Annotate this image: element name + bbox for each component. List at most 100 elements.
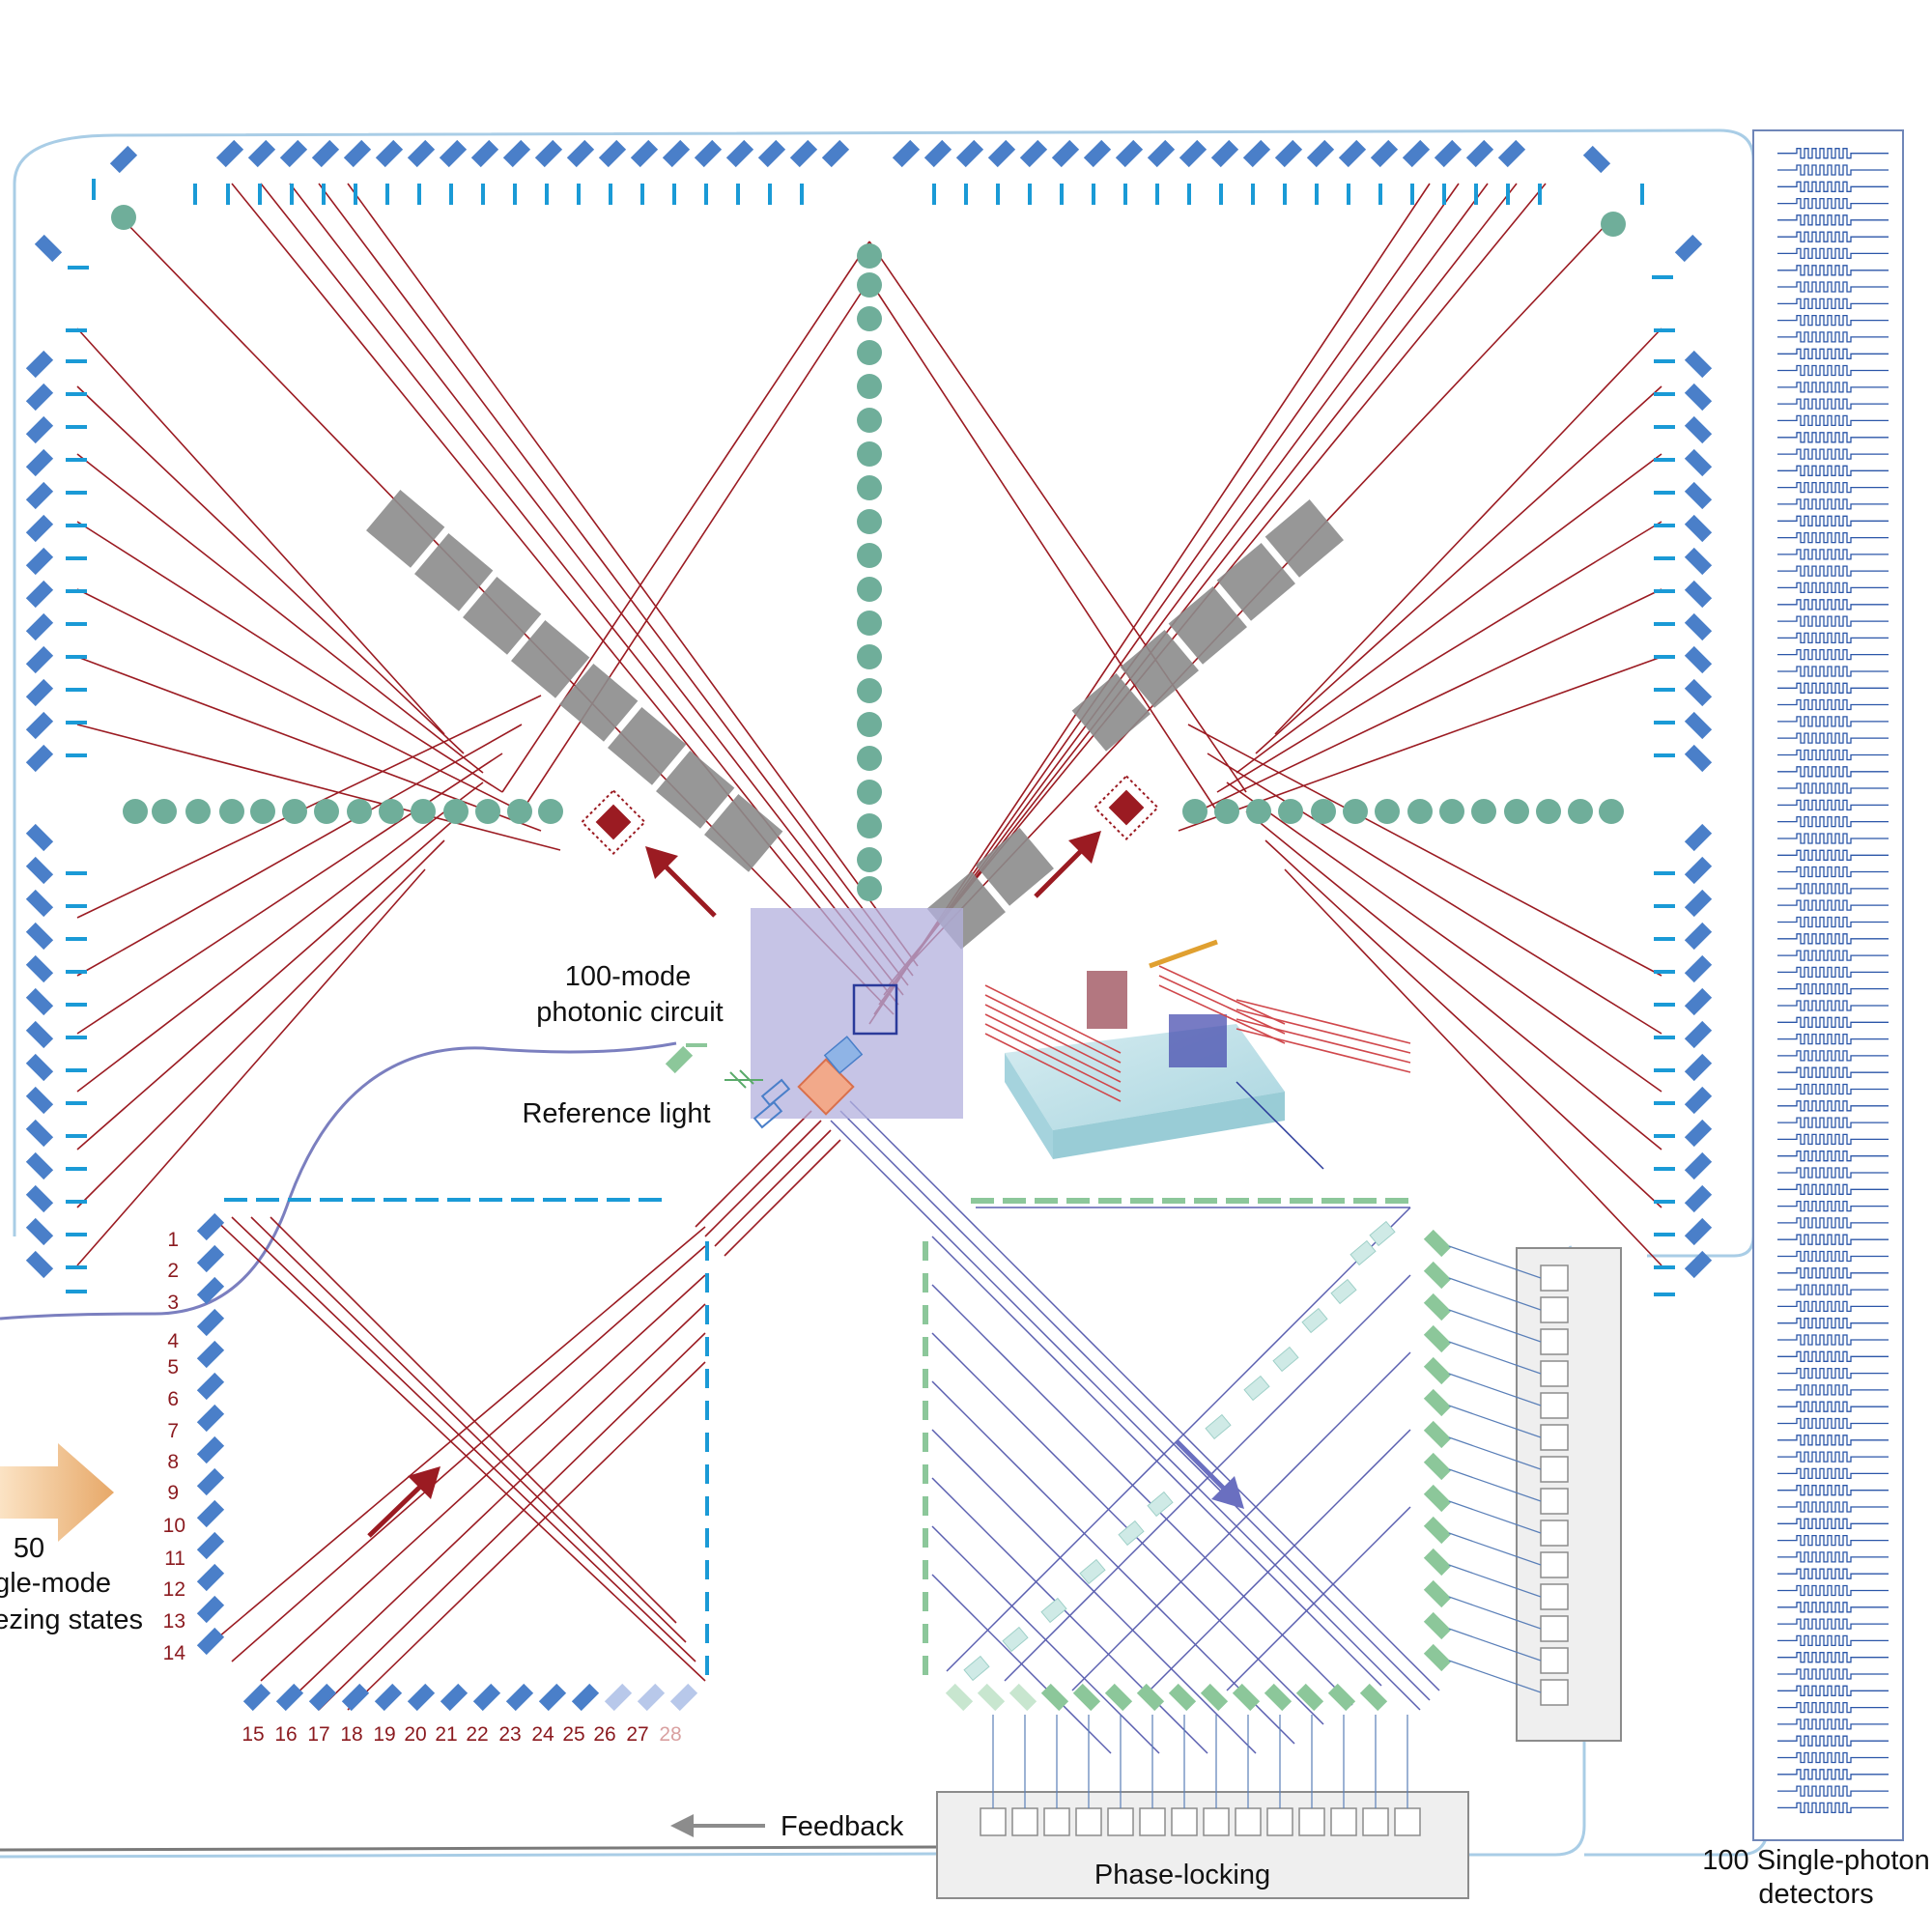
input-number: 7 <box>167 1420 179 1442</box>
teal-plates-corners <box>111 205 1626 237</box>
reference-light-optics <box>665 1043 791 1129</box>
input-number: 11 <box>164 1548 185 1570</box>
detector-meander <box>1777 281 1889 293</box>
input-number: 8 <box>167 1451 179 1473</box>
red-arrow-up-left <box>645 846 717 918</box>
blue-beamsplitter <box>823 1036 864 1074</box>
detector-meander <box>1777 1000 1889 1011</box>
input-number: 1 <box>167 1229 179 1251</box>
detector-meander <box>1777 1066 1889 1078</box>
left-collimator-column <box>25 350 54 1279</box>
detector-meander <box>1777 1719 1889 1730</box>
detector-meander <box>1777 565 1889 577</box>
detector-meander <box>1777 1133 1889 1146</box>
detector-meander <box>1777 782 1889 794</box>
detector-meander <box>1777 833 1889 844</box>
input-number: 20 <box>404 1723 426 1746</box>
detector-meander <box>1777 916 1889 928</box>
input-number: 3 <box>167 1292 179 1314</box>
input-number: 22 <box>466 1723 488 1746</box>
detector-meander <box>1777 1584 1889 1597</box>
circuit-label-line1: 100-mode <box>565 961 692 992</box>
detector-meander <box>1777 531 1889 544</box>
right-spot-grid <box>1094 775 1159 840</box>
lower-left-right-mirrors <box>705 1241 709 1675</box>
lower-right-bottom-collimators <box>945 1683 1388 1712</box>
photonic-circuit-box <box>751 908 963 1119</box>
detector-meander <box>1777 1384 1889 1396</box>
input-number: 27 <box>626 1723 648 1746</box>
detector-meander <box>1777 448 1889 460</box>
feedback-label: Feedback <box>781 1811 904 1842</box>
source-arrow <box>0 1443 114 1542</box>
detector-meander <box>1777 1350 1889 1362</box>
input-numbers-bottom: 15 16 17 18 19 20 21 22 23 24 25 26 27 2… <box>242 1723 681 1746</box>
detector-meander <box>1777 432 1889 443</box>
detector-meander <box>1777 1518 1889 1529</box>
left-spot-grid <box>581 789 646 855</box>
detector-meander <box>1777 181 1889 192</box>
detector-meander <box>1777 1417 1889 1430</box>
teal-plates-right-row <box>1182 799 1624 824</box>
detector-meander <box>1777 749 1889 761</box>
input-number: 12 <box>163 1578 185 1601</box>
detector-meander <box>1777 1751 1889 1764</box>
detector-meander <box>1777 465 1889 476</box>
detector-meander <box>1777 498 1889 510</box>
source-label-line2: single-mode <box>0 1568 111 1599</box>
detector-meander <box>1777 582 1889 594</box>
circuit-interferometer <box>852 983 898 1036</box>
phase-locking-label: Phase-locking <box>1094 1860 1270 1890</box>
lower-right-top-mirrors <box>971 1198 1408 1204</box>
detector-meander <box>1777 348 1889 359</box>
detector-meander <box>1777 1451 1889 1463</box>
input-number: 21 <box>435 1723 457 1746</box>
reference-light-fiber <box>0 1041 677 1321</box>
detector-meander <box>1777 1083 1889 1095</box>
detector-meander <box>1777 1634 1889 1647</box>
detector-meander <box>1777 1016 1889 1028</box>
detector-meander <box>1777 382 1889 393</box>
feedback-lines <box>0 1845 943 1859</box>
detector-meander <box>1777 1250 1889 1263</box>
detector-meander <box>1777 331 1889 343</box>
detector-meander <box>1777 732 1889 744</box>
input-number: 16 <box>274 1723 297 1746</box>
input-numbers-left: 1 2 3 4 5 6 7 8 9 10 11 12 13 14 <box>163 1229 186 1664</box>
detector-meander <box>1777 1685 1889 1696</box>
detector-meander <box>1777 1367 1889 1379</box>
detector-meander <box>1777 1033 1889 1045</box>
detector-meander <box>1777 1117 1889 1128</box>
detector-meander <box>1777 265 1889 276</box>
bottom-input-collimators <box>242 1683 698 1712</box>
detector-meander <box>1777 1167 1889 1179</box>
detector-meander <box>1777 197 1889 210</box>
snspd-detectors <box>1777 148 1889 1814</box>
lower-right-left-mirrors <box>923 1241 928 1675</box>
detector-meander <box>1777 1401 1889 1412</box>
detector-meander <box>1777 1267 1889 1279</box>
detector-meander <box>1777 231 1889 242</box>
phase-lock-fibers-right <box>1448 1245 1542 1693</box>
detector-meander <box>1777 599 1889 611</box>
detector-meander <box>1777 883 1889 895</box>
detector-meander <box>1777 148 1889 159</box>
detector-meander <box>1777 1100 1889 1112</box>
detector-meander <box>1777 615 1889 627</box>
detector-meander <box>1777 698 1889 711</box>
lower-left-top-mirrors <box>224 1198 662 1202</box>
detector-meander <box>1777 247 1889 260</box>
input-number: 5 <box>167 1356 179 1378</box>
input-number: 18 <box>340 1723 362 1746</box>
reference-light-label: Reference light <box>522 1098 710 1129</box>
detector-meander <box>1777 1050 1889 1062</box>
left-input-collimators <box>196 1212 225 1656</box>
waveplate-array-left <box>366 490 783 872</box>
detector-meander <box>1777 1284 1889 1295</box>
input-number: 9 <box>167 1482 179 1504</box>
left-mirror-column <box>66 328 87 1293</box>
right-collimator-column <box>1684 350 1713 1279</box>
top-collimator-row <box>34 139 1703 263</box>
detector-meander <box>1777 398 1889 410</box>
